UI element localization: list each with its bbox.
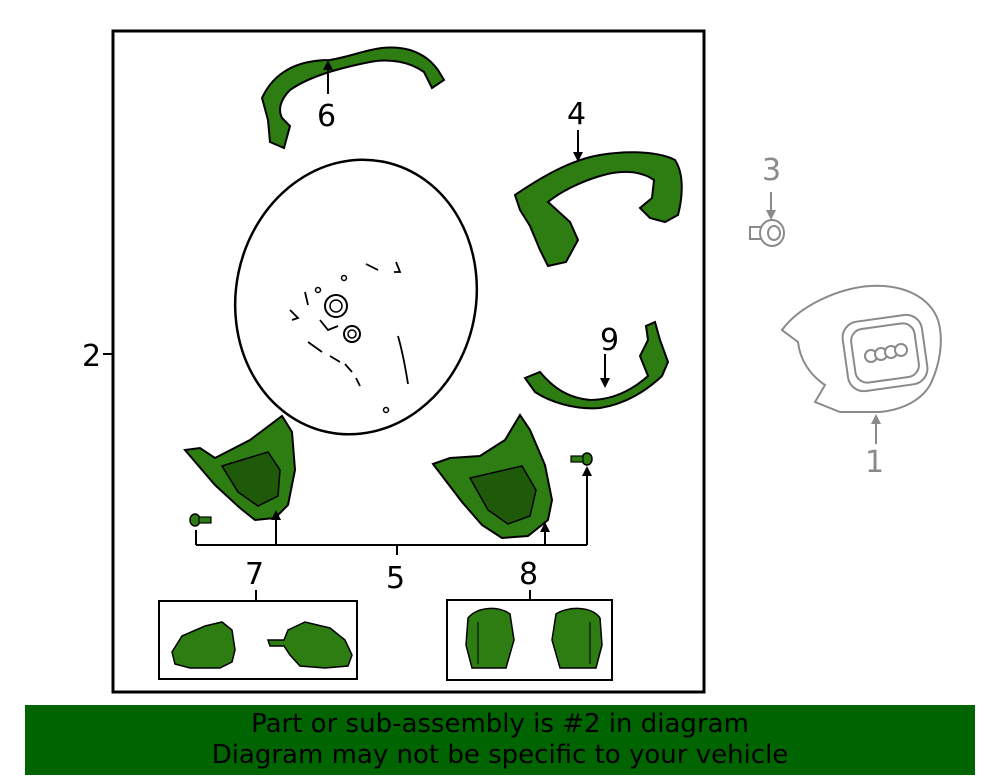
callout-8[interactable]: 8 <box>519 557 538 592</box>
screw-right[interactable] <box>570 452 593 466</box>
callout-5[interactable]: 5 <box>386 561 405 596</box>
callout-4[interactable]: 4 <box>567 97 586 132</box>
part-8-button-left[interactable] <box>465 607 515 669</box>
banner-line-1: Part or sub-assembly is #2 in diagram <box>251 709 749 739</box>
callout-3[interactable]: 3 <box>762 153 781 188</box>
part-3-bolt[interactable] <box>749 219 785 247</box>
steering-wheel-body <box>233 158 479 436</box>
part-9-lower-trim[interactable] <box>523 320 670 410</box>
callout-5-leader <box>195 472 588 555</box>
left-switch-panel[interactable] <box>183 414 297 522</box>
banner-line-2: Diagram may not be specific to your vehi… <box>211 740 789 770</box>
callout-7[interactable]: 7 <box>245 557 264 592</box>
part-8-button-right[interactable] <box>551 607 603 669</box>
callout-1[interactable]: 1 <box>865 445 884 480</box>
right-switch-panel[interactable] <box>431 413 554 540</box>
part-7-switch-right[interactable] <box>266 621 353 669</box>
callout-2[interactable]: 2 <box>82 339 101 374</box>
screw-left[interactable] <box>189 513 212 527</box>
info-banner: Part or sub-assembly is #2 in diagram Di… <box>25 705 975 775</box>
part-4-right-trim[interactable] <box>513 151 683 268</box>
part-7-switch-left[interactable] <box>171 621 236 669</box>
callout-6[interactable]: 6 <box>317 99 336 134</box>
callout-9[interactable]: 9 <box>600 323 619 358</box>
parts-diagram: 2 6 4 9 <box>82 29 942 694</box>
part-6-upper-trim[interactable] <box>260 46 446 150</box>
part-1-airbag-module[interactable] <box>780 284 942 413</box>
